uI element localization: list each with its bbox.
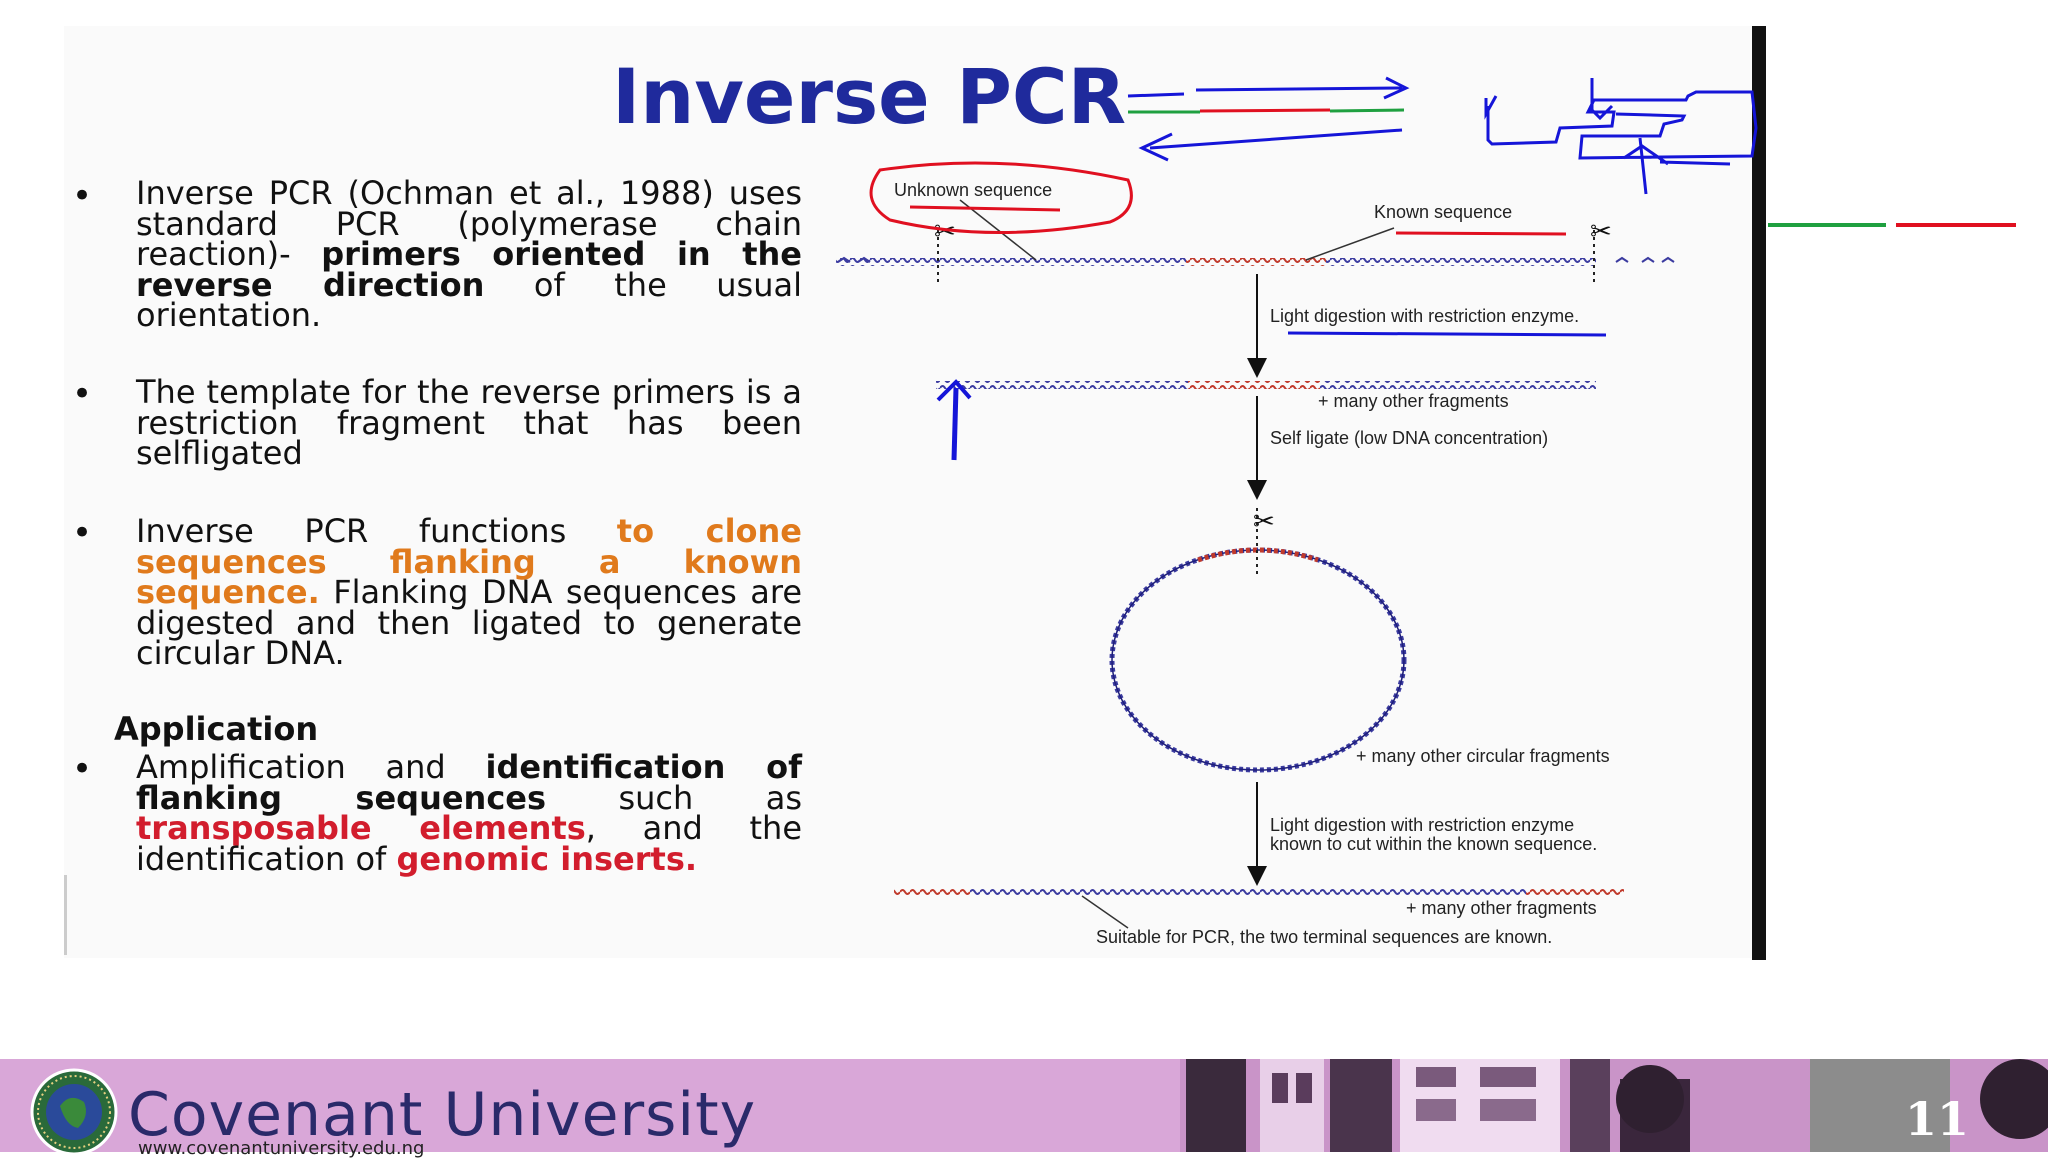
unknown-sequence-label: Unknown sequence — [894, 180, 1053, 200]
bullet-dot: • — [72, 513, 93, 553]
page-number: 11 — [1905, 1092, 1970, 1146]
fragments-label: + many other fragments — [1318, 391, 1509, 411]
slide-left-edge — [64, 875, 67, 955]
bullet-text-3: Inverse PCR functions to clone sequences… — [136, 515, 802, 672]
bullet-3-segment: Inverse PCR functions — [136, 512, 617, 550]
bullet-1-segment: of the usual orientation. — [136, 265, 802, 334]
slide-right-border — [1752, 26, 1766, 960]
scissors-icon: ✂ — [1253, 507, 1275, 537]
linear-dna-fragment — [936, 381, 1596, 389]
bullet-3-segment: to clone sequences flanking a known sequ… — [136, 512, 803, 611]
university-logo-icon — [30, 1068, 118, 1156]
application-bullet-segment: , and the identification of — [136, 809, 803, 878]
slide-area — [64, 26, 1764, 958]
circular-dna: ✂ — [1109, 507, 1407, 773]
bullet-text-1: Inverse PCR (Ochman et al., 1988) uses s… — [136, 177, 803, 331]
scissors-icon: ✂ — [1590, 217, 1612, 247]
handwritten-annotations — [869, 76, 2016, 461]
bullet-dot: • — [72, 176, 93, 216]
step3-label-line1: Light digestion with restriction enzyme — [1270, 815, 1575, 835]
linear-dna-final — [894, 889, 1624, 929]
final-label: Suitable for PCR, the two terminal seque… — [1096, 927, 1553, 947]
bullet-1-segment: Inverse PCR (Ochman et al., 1988) uses s… — [136, 174, 802, 273]
application-bullet-text: Amplification and identification of flan… — [136, 751, 803, 875]
slide-title: Inverse PCR — [612, 52, 1127, 141]
step1-label: Light digestion with restriction enzyme. — [1270, 306, 1580, 326]
bullet-dot: • — [72, 374, 93, 414]
application-bullet-segment: Amplification and — [136, 748, 486, 786]
application-bullet-segment: such as — [546, 778, 803, 817]
application-bullet-segment: genomic inserts. — [396, 839, 698, 878]
bullet-1-segment: primers oriented in the reverse directio… — [136, 235, 803, 304]
building-photo — [1180, 1059, 2048, 1152]
linear-dna-top: ✂ ✂ — [836, 199, 1675, 284]
fragments-label: + many other fragments — [1406, 898, 1597, 918]
step3-label-line2: known to cut within the known sequence. — [1270, 834, 1598, 854]
known-sequence-label: Known sequence — [1374, 202, 1513, 222]
university-url[interactable]: www.covenantuniversity.edu.ng — [138, 1138, 425, 1159]
application-heading: Application — [114, 710, 319, 748]
university-name: Covenant University — [128, 1080, 757, 1150]
footer-banner — [0, 1059, 2048, 1152]
bullet-dot: • — [72, 749, 93, 789]
step2-label: Self ligate (low DNA concentration) — [1270, 428, 1549, 448]
application-bullet-segment: transposable elements — [136, 809, 586, 847]
application-bullet-segment: identification of flanking sequences — [136, 748, 803, 817]
scissors-icon: ✂ — [934, 217, 956, 247]
bullet-3-segment: Flanking DNA sequences are digested and … — [136, 573, 802, 672]
circular-fragments-label: + many other circular fragments — [1356, 746, 1610, 766]
bullet-text-2: The template for the reverse primers is … — [136, 376, 802, 469]
bullet-2-segment: The template for the reverse primers is … — [136, 373, 802, 472]
inverse-pcr-diagram: ✂ ✂ ✂ — [836, 76, 2016, 929]
